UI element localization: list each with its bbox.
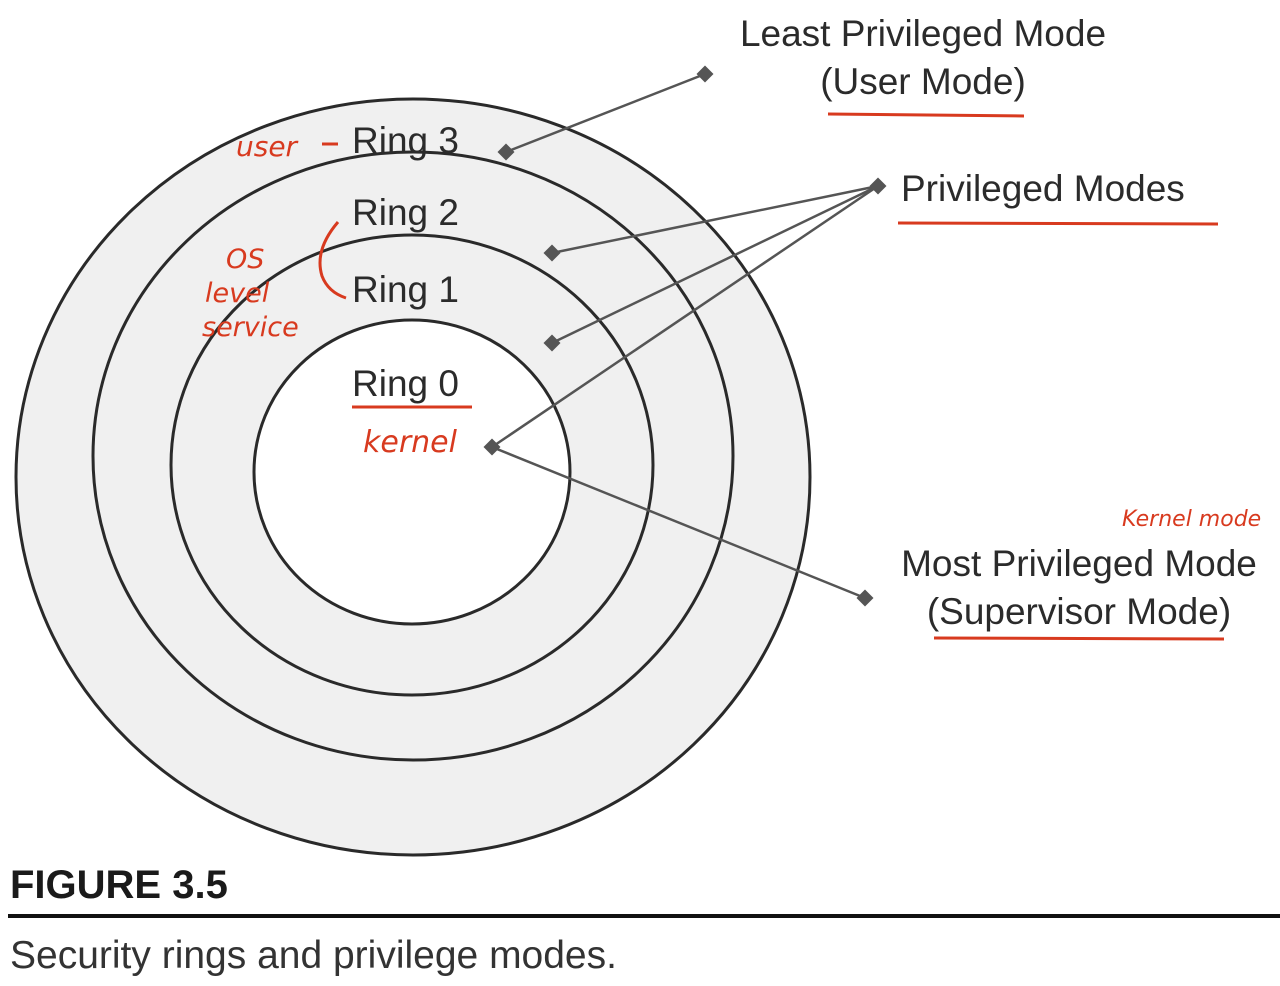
connector-ring2 xyxy=(551,184,879,255)
annotation-kernel: kernel xyxy=(363,425,458,460)
marker-privileged xyxy=(869,177,887,195)
connector-most xyxy=(491,445,866,600)
marker-ring0 xyxy=(483,438,501,456)
underline-user-mode xyxy=(827,112,1025,118)
connector-markers xyxy=(483,65,887,607)
handwritten-annotations: user OS level service kernel Kernel mode xyxy=(202,112,1261,641)
least-privileged-line1: Least Privileged Mode xyxy=(740,13,1106,54)
least-privileged-line2: (User Mode) xyxy=(820,61,1026,102)
marker-ring3 xyxy=(497,143,515,161)
privileged-modes-label: Privileged Modes xyxy=(901,168,1185,209)
underline-supervisor-mode xyxy=(933,636,1225,641)
underline-privileged-modes xyxy=(897,221,1219,226)
ring-0-circle xyxy=(252,318,572,626)
connector-lines xyxy=(491,72,879,600)
figure-caption: Security rings and privilege modes. xyxy=(10,934,617,977)
most-privileged-line1: Most Privileged Mode xyxy=(901,543,1257,584)
connector-ring1 xyxy=(551,184,879,345)
annotation-os: OS xyxy=(226,244,264,275)
annotation-level: level xyxy=(205,278,270,309)
ring-1-label: Ring 1 xyxy=(352,269,459,310)
ring-3-label: Ring 3 xyxy=(352,120,459,161)
annotation-kernel-mode: Kernel mode xyxy=(1122,507,1261,532)
ring-2-label: Ring 2 xyxy=(352,192,459,233)
marker-ring1 xyxy=(543,334,561,352)
connector-least xyxy=(505,72,706,154)
annotation-service: service xyxy=(202,312,299,343)
marker-ring2 xyxy=(543,244,561,262)
most-privileged-line2: (Supervisor Mode) xyxy=(927,591,1231,632)
connector-ring0-privileged xyxy=(491,184,879,449)
ring-0-label: Ring 0 xyxy=(352,363,459,404)
marker-most xyxy=(856,589,874,607)
annotation-bracket xyxy=(318,221,347,300)
figure-number: FIGURE 3.5 xyxy=(10,863,228,907)
marker-least xyxy=(696,65,714,83)
annotation-user: user xyxy=(236,130,299,163)
